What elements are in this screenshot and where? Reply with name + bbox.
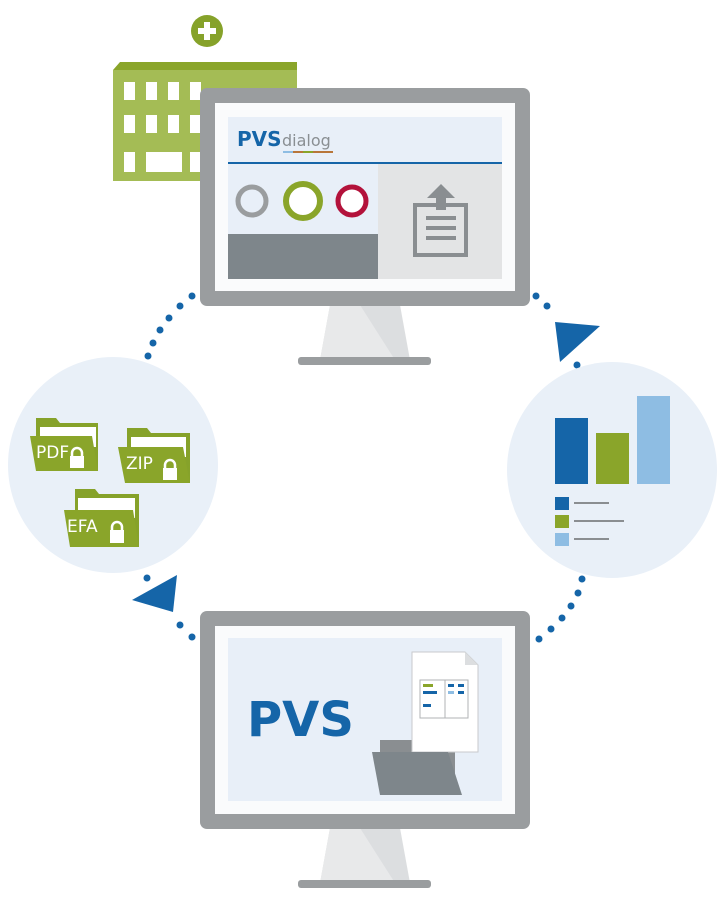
bottom-monitor: PVS: [200, 611, 530, 888]
document-folder-icon: [372, 651, 479, 795]
svg-text:dialog: dialog: [282, 131, 331, 150]
folder-pdf-icon: PDF: [30, 418, 98, 471]
dotted-path-bottom-right: [535, 575, 586, 643]
svg-text:ZIP: ZIP: [126, 454, 153, 474]
svg-text:PDF: PDF: [36, 443, 69, 463]
svg-text:EFA: EFA: [67, 517, 98, 537]
secure-files-circle: PDF ZIP EFA: [8, 357, 218, 573]
pvs-dialog-logo: PVS dialog: [237, 127, 333, 153]
dotted-path-top-right: [532, 292, 600, 369]
folder-efa-icon: EFA: [64, 489, 139, 547]
arrow-right-down-icon: [555, 322, 600, 362]
status-circle-green: [283, 181, 323, 221]
top-monitor: PVS dialog: [200, 88, 530, 365]
arrow-left-up-icon: [132, 575, 177, 612]
pvs-logo: PVS: [247, 692, 354, 748]
cycle-connectors: [132, 292, 600, 643]
analytics-circle: [507, 362, 717, 578]
folder-zip-icon: ZIP: [118, 428, 190, 483]
svg-text:PVS: PVS: [237, 127, 282, 151]
dotted-path-bottom-left: [132, 574, 196, 641]
status-circle-gray: [235, 184, 269, 218]
chart-legend-icon: [555, 497, 624, 546]
dotted-path-top-left: [144, 292, 196, 360]
bar-chart-icon: [555, 396, 670, 484]
clipboard-upload-icon: [413, 184, 468, 257]
status-circle-red: [335, 184, 369, 218]
